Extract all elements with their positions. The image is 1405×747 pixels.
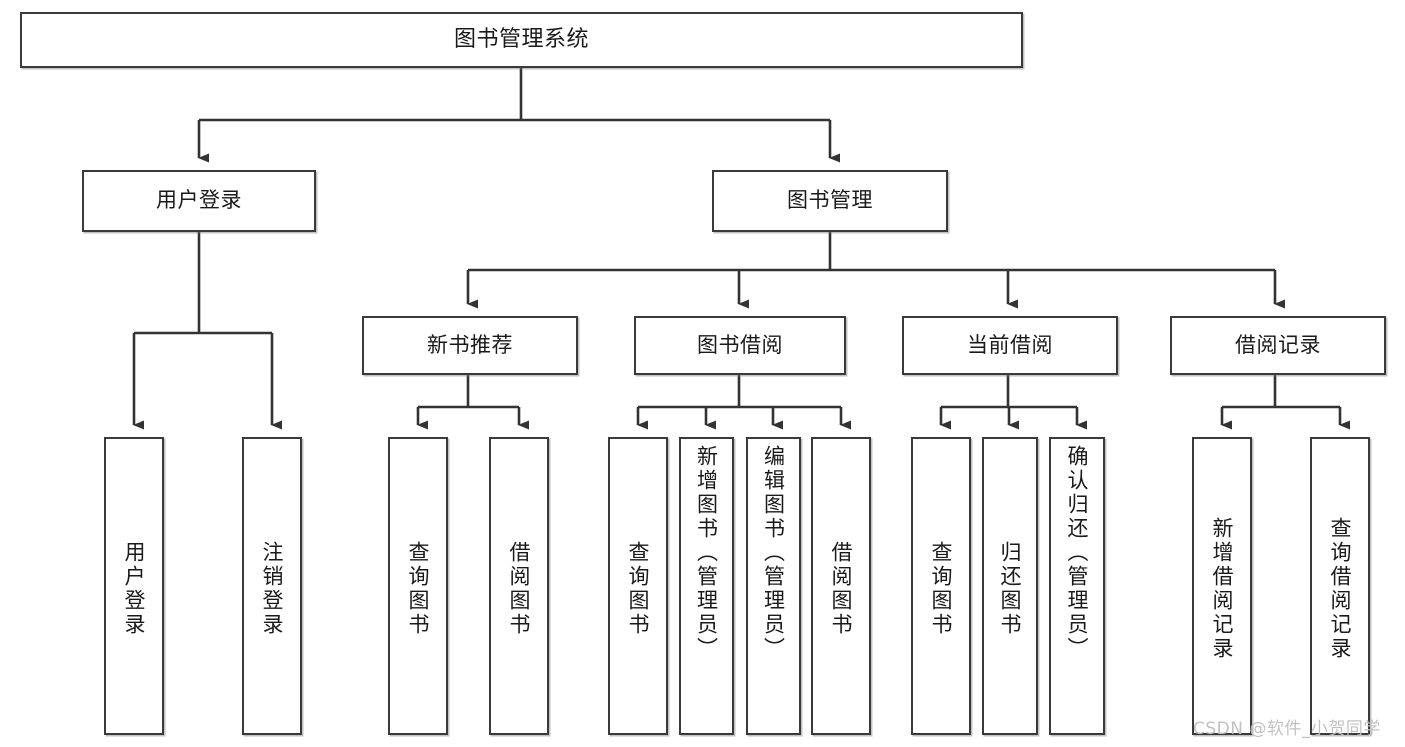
node-label: 新增图书（管理员） bbox=[694, 445, 719, 661]
node-leaf-user-login[interactable]: 用户登录 bbox=[104, 437, 164, 735]
node-leaf-confirm-return[interactable]: 确认归还（管理员） bbox=[1049, 437, 1105, 735]
node-book-management[interactable]: 图书管理 bbox=[712, 170, 948, 232]
node-leaf-query-record[interactable]: 查询借阅记录 bbox=[1310, 437, 1370, 735]
node-book-borrow[interactable]: 图书借阅 bbox=[634, 316, 846, 375]
node-leaf-logout[interactable]: 注销登录 bbox=[242, 437, 302, 735]
node-leaf-edit-book[interactable]: 编辑图书（管理员） bbox=[746, 437, 801, 735]
node-label: 查询图书 bbox=[406, 541, 431, 637]
node-leaf-borrow-book-2[interactable]: 借阅图书 bbox=[811, 437, 871, 735]
node-leaf-borrow-book-1[interactable]: 借阅图书 bbox=[489, 437, 549, 735]
node-borrow-record[interactable]: 借阅记录 bbox=[1170, 316, 1386, 375]
node-label: 借阅图书 bbox=[829, 541, 854, 637]
node-leaf-add-book[interactable]: 新增图书（管理员） bbox=[679, 437, 734, 735]
node-label: 归还图书 bbox=[998, 541, 1023, 637]
node-leaf-query-book-2[interactable]: 查询图书 bbox=[608, 437, 668, 735]
node-label: 新增借阅记录 bbox=[1210, 517, 1235, 661]
node-label: 借阅图书 bbox=[507, 541, 532, 637]
node-label: 确认归还（管理员） bbox=[1065, 445, 1090, 661]
node-label: 查询借阅记录 bbox=[1328, 517, 1353, 661]
node-label: 图书管理 bbox=[787, 188, 873, 213]
node-current-borrow[interactable]: 当前借阅 bbox=[902, 316, 1118, 375]
node-label: 查询图书 bbox=[626, 541, 651, 637]
node-new-book-recommend[interactable]: 新书推荐 bbox=[362, 316, 578, 375]
node-label: 用户登录 bbox=[156, 188, 242, 213]
node-label: 编辑图书（管理员） bbox=[761, 445, 786, 661]
node-label: 借阅记录 bbox=[1235, 332, 1321, 357]
csdn-watermark: CSDN @软件_小贺同学 bbox=[1193, 719, 1381, 739]
node-leaf-query-book-3[interactable]: 查询图书 bbox=[911, 437, 971, 735]
node-leaf-query-book-1[interactable]: 查询图书 bbox=[388, 437, 448, 735]
node-label: 图书借阅 bbox=[697, 332, 783, 357]
node-label: 当前借阅 bbox=[967, 332, 1053, 357]
node-label: 用户登录 bbox=[122, 541, 147, 637]
node-root-book-management-system[interactable]: 图书管理系统 bbox=[20, 12, 1023, 68]
node-label: 新书推荐 bbox=[427, 332, 513, 357]
node-label: 图书管理系统 bbox=[453, 26, 589, 52]
node-leaf-add-record[interactable]: 新增借阅记录 bbox=[1192, 437, 1252, 735]
node-label: 注销登录 bbox=[260, 541, 285, 637]
node-user-login[interactable]: 用户登录 bbox=[82, 170, 316, 232]
node-label: 查询图书 bbox=[929, 541, 954, 637]
node-leaf-return-book[interactable]: 归还图书 bbox=[982, 437, 1038, 735]
